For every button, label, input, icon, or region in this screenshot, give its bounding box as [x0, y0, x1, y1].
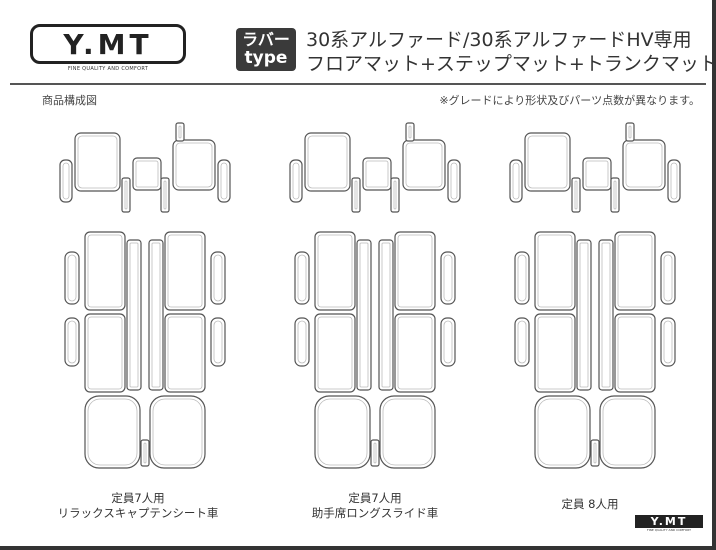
driver-mat	[524, 132, 571, 192]
product-title: 30系アルファード/30系アルファードHV専用 フロアマット+ステップマット+ト…	[306, 28, 716, 76]
passenger-tab-mat	[625, 122, 635, 142]
side-step-mat-left	[289, 159, 303, 203]
center-aisle-mat	[378, 239, 394, 391]
center-aisle-mat	[356, 239, 372, 391]
variant-caption-3: 定員 8人用	[540, 497, 640, 512]
third-row-mat-left	[534, 313, 576, 393]
ymt-small-logo: Y.MT FINE QUALITY AND COMFORT	[635, 515, 703, 533]
front-strip-mat	[610, 177, 620, 213]
third-row-mat-right	[614, 313, 656, 393]
variant-2-seats: 定員7人用	[348, 491, 402, 505]
third-row-step-left	[514, 317, 530, 367]
front-strip-mat	[571, 177, 581, 213]
second-row-step-left	[514, 251, 530, 305]
trunk-mat-left	[534, 395, 591, 469]
variant-1-type: リラックスキャプテンシート車	[57, 506, 219, 520]
diagram-heading: 商品構成図	[42, 94, 97, 107]
passenger-mat	[172, 139, 216, 191]
second-row-mat-right	[164, 231, 206, 311]
second-row-step-right	[210, 251, 226, 305]
logo-text: Y.MT	[63, 28, 153, 61]
second-row-mat-left	[84, 231, 126, 311]
rubber-type-badge: ラバー type	[236, 28, 296, 71]
third-row-step-right	[440, 317, 456, 367]
third-row-step-right	[210, 317, 226, 367]
variant-caption-2: 定員7人用 助手席ロングスライド車	[290, 491, 460, 521]
center-aisle-mat	[148, 239, 164, 391]
passenger-mat	[402, 139, 446, 191]
title-line2: フロアマット+ステップマット+トランクマット	[306, 53, 716, 75]
center-aisle-mat	[576, 239, 592, 391]
driver-mat	[304, 132, 351, 192]
trunk-mat-right	[599, 395, 656, 469]
third-row-mat-left	[314, 313, 356, 393]
variant-caption-1: 定員7人用 リラックスキャプテンシート車	[48, 491, 228, 521]
second-row-mat-left	[534, 231, 576, 311]
second-row-mat-right	[614, 231, 656, 311]
center-mat	[582, 157, 612, 191]
side-step-mat-right	[217, 159, 231, 203]
second-row-step-left	[294, 251, 310, 305]
logo-tagline: FINE QUALITY AND COMFORT	[67, 66, 149, 72]
variant-2-type: 助手席ロングスライド車	[311, 506, 439, 520]
badge-line1: ラバー	[242, 30, 290, 49]
third-row-step-left	[64, 317, 80, 367]
center-mat	[362, 157, 392, 191]
trunk-strip-mat	[590, 439, 600, 467]
passenger-tab-mat	[175, 122, 185, 142]
second-row-mat-right	[394, 231, 436, 311]
side-step-mat-right	[667, 159, 681, 203]
logo-box: Y.MT	[30, 24, 186, 64]
third-row-mat-left	[84, 313, 126, 393]
third-row-step-left	[294, 317, 310, 367]
passenger-tab-mat	[405, 122, 415, 142]
trunk-mat-left	[314, 395, 371, 469]
front-strip-mat	[351, 177, 361, 213]
small-logo-text: Y.MT	[635, 515, 703, 528]
trunk-strip-mat	[370, 439, 380, 467]
second-row-step-left	[64, 251, 80, 305]
second-row-mat-left	[314, 231, 356, 311]
third-row-step-right	[660, 317, 676, 367]
front-strip-mat	[121, 177, 131, 213]
side-step-mat-right	[447, 159, 461, 203]
driver-mat	[74, 132, 121, 192]
center-mat	[132, 157, 162, 191]
variant-3-seats: 定員 8人用	[561, 497, 619, 511]
front-strip-mat	[160, 177, 170, 213]
side-step-mat-left	[59, 159, 73, 203]
trunk-mat-right	[149, 395, 206, 469]
ymt-logo: Y.MT FINE QUALITY AND COMFORT	[30, 24, 188, 74]
small-logo-tagline: FINE QUALITY AND COMFORT	[647, 528, 691, 532]
header-divider	[10, 83, 706, 85]
trunk-mat-right	[379, 395, 436, 469]
trunk-strip-mat	[140, 439, 150, 467]
grade-note: ※グレードにより形状及びパーツ点数が異なります。	[439, 94, 700, 107]
second-row-step-right	[660, 251, 676, 305]
second-row-step-right	[440, 251, 456, 305]
front-strip-mat	[390, 177, 400, 213]
center-aisle-mat	[598, 239, 614, 391]
badge-line2: type	[244, 48, 288, 68]
third-row-mat-right	[164, 313, 206, 393]
variant-1-seats: 定員7人用	[111, 491, 165, 505]
title-line1: 30系アルファード/30系アルファードHV専用	[306, 29, 692, 51]
third-row-mat-right	[394, 313, 436, 393]
trunk-mat-left	[84, 395, 141, 469]
side-step-mat-left	[509, 159, 523, 203]
passenger-mat	[622, 139, 666, 191]
center-aisle-mat	[126, 239, 142, 391]
